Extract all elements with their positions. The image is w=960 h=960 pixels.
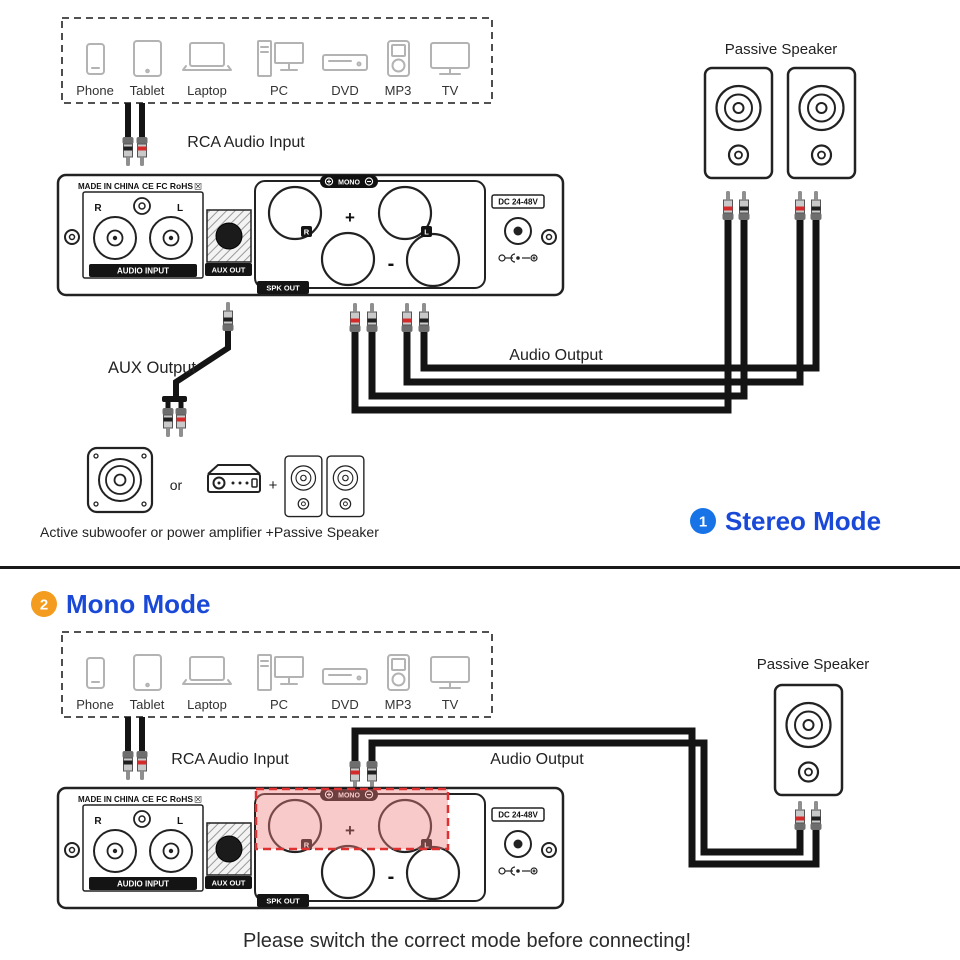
mono-passive-speaker-label: Passive Speaker: [757, 656, 870, 673]
mono-audio-output-label: Audio Output: [490, 751, 584, 768]
aux-plug-black: [162, 407, 174, 438]
mono-rca-input-cables: [125, 717, 145, 751]
mono-rca-audio-input-label: RCA Audio Input: [171, 751, 289, 768]
mono-mode-badge-number: 2: [40, 597, 48, 614]
mode-warning-note: Please switch the correct mode before co…: [243, 930, 691, 952]
rca-plug-black: [122, 136, 134, 167]
speaker-plug-red: [794, 800, 806, 831]
passive-speaker-label: Passive Speaker: [725, 41, 838, 58]
speaker-plug-black: [738, 190, 750, 221]
small-speaker-right: [326, 455, 365, 518]
spk-plug-red: [349, 302, 361, 333]
audio-output-label: Audio Output: [509, 347, 603, 364]
stereo-device-box: [61, 17, 493, 104]
power-amplifier: [207, 464, 261, 493]
rca-audio-input-label: RCA Audio Input: [187, 134, 305, 151]
mono-device-box: [61, 631, 493, 718]
stereo-mode-title: Stereo Mode: [725, 506, 881, 536]
passive-speaker-left: [703, 66, 774, 180]
speaker-plug-red: [794, 190, 806, 221]
rca-plug-red: [136, 136, 148, 167]
stereo-mode-badge-number: 1: [699, 514, 707, 531]
mono-speaker-wires: [351, 727, 820, 868]
active-subwoofer: [86, 446, 154, 514]
mono-mode-highlight: [254, 787, 450, 851]
speaker-plug-black: [810, 800, 822, 831]
stereo-mode-badge-icon: [690, 508, 716, 534]
mono-spk-plug-black: [366, 760, 378, 791]
small-speaker-left: [284, 455, 323, 518]
subwoofer-caption: Active subwoofer or power amplifier +Pas…: [40, 524, 379, 540]
mono-mode-title: Mono Mode: [66, 589, 210, 619]
or-label: or: [170, 477, 183, 493]
stereo-amplifier: [56, 173, 565, 297]
aux-splitter: [162, 396, 187, 402]
mono-section: 2 Mono Mode RCA Audio Input Audio Output…: [31, 589, 869, 952]
plus-label: +: [269, 477, 278, 494]
aux-output-label: AUX Output: [108, 359, 196, 377]
speaker-plug-black: [810, 190, 822, 221]
aux-split-cables: [165, 401, 184, 408]
spk-plug-black: [418, 302, 430, 333]
spk-plug-red: [401, 302, 413, 333]
rca-input-cables: [125, 103, 145, 137]
mono-passive-speaker: [773, 683, 844, 797]
speaker-wires: [351, 220, 820, 414]
speaker-plug-red: [722, 190, 734, 221]
aux-plug: [222, 301, 234, 332]
spk-plug-black: [366, 302, 378, 333]
section-divider: [0, 566, 960, 569]
rca-plug-red: [136, 750, 148, 781]
mono-mode-badge-icon: [31, 591, 57, 617]
stereo-section: RCA Audio Input AUX Output Audio Output …: [40, 17, 881, 540]
aux-cable: [173, 331, 231, 397]
aux-plug-red: [175, 407, 187, 438]
passive-speaker-right: [786, 66, 857, 180]
rca-plug-black: [122, 750, 134, 781]
mono-spk-plug-red: [349, 760, 361, 791]
